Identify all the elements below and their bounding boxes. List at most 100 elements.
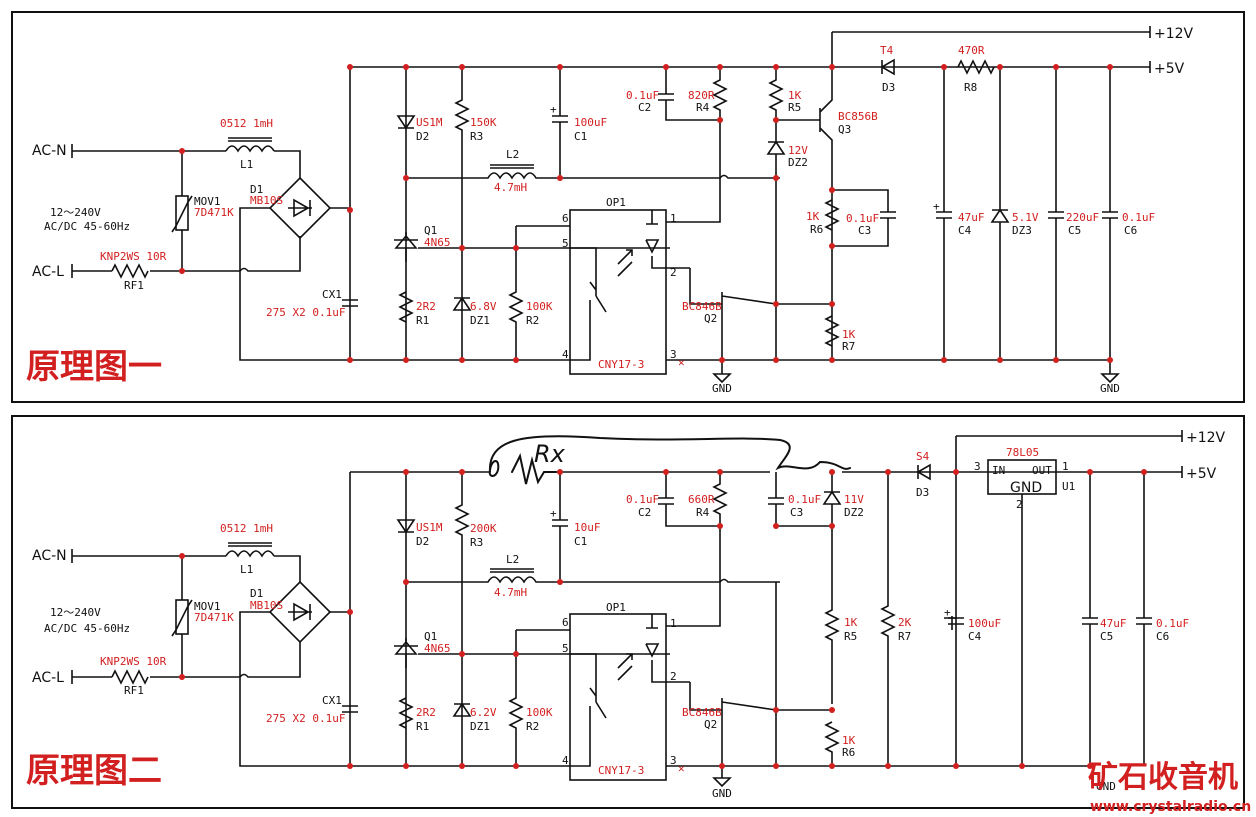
optocoupler-op1	[569, 613, 667, 781]
varistor-mov1	[175, 195, 189, 231]
r4-value: 660R	[688, 493, 715, 506]
supply-range-label: 12～240V	[50, 606, 101, 619]
cx1-ref: CX1	[322, 694, 342, 707]
r2-value: 100K	[526, 706, 553, 719]
r6-ref: R6	[842, 746, 855, 759]
handwritten-rx-mod	[488, 435, 851, 485]
c1-ref: C1	[574, 130, 587, 143]
capacitor-c6	[1136, 472, 1152, 766]
q1-value: 4N65	[424, 236, 451, 249]
c1-plus: +	[550, 507, 557, 520]
dz1-value: 6.2V	[470, 706, 497, 719]
resistor-rf1	[111, 263, 149, 279]
transistor-q2	[689, 582, 832, 766]
c2-value: 0.1uF	[626, 89, 659, 102]
r3-value: 150K	[470, 116, 497, 129]
l2-value: 4.7mH	[494, 586, 527, 599]
r2-ref: R2	[526, 314, 539, 327]
inductor-l1	[225, 550, 275, 558]
capacitor-c3	[768, 472, 832, 527]
dz1-ref: DZ1	[470, 720, 490, 733]
mosfet-q1	[394, 232, 670, 262]
r2-value: 100K	[526, 300, 553, 313]
resistor-r6	[824, 199, 840, 231]
resistor-r7	[880, 472, 896, 766]
resistor-r7	[824, 315, 840, 347]
c6-ref: C6	[1156, 630, 1169, 643]
r3-ref: R3	[470, 130, 483, 143]
op1-pin6: 6	[562, 616, 569, 629]
inductor-core	[490, 164, 534, 169]
gnd-label: GND	[712, 787, 732, 800]
c6-ref: C6	[1124, 224, 1137, 237]
t4-label: T4	[880, 44, 894, 57]
diagram-2-title: 原理图二	[26, 751, 162, 791]
diagram-1-frame	[11, 11, 1245, 403]
resistor-r1	[398, 697, 414, 729]
zener-dz1	[452, 296, 472, 311]
op1-pin4: 4	[562, 754, 569, 767]
r6-ref: R6	[810, 223, 823, 236]
out-12v-label: +12V	[1154, 26, 1194, 42]
zener-dz1	[452, 702, 472, 717]
r8-ref: R8	[964, 81, 977, 94]
mosfet-q1	[394, 638, 670, 668]
dz1-ref: DZ1	[470, 314, 490, 327]
bridge-rectifier-d1	[268, 580, 332, 644]
ac-l-label: AC-L	[32, 670, 64, 686]
capacitor-c2	[658, 472, 720, 527]
opto-led	[645, 614, 690, 683]
capacitor-c2	[658, 67, 720, 121]
supply-freq-label: AC/DC 45-60Hz	[44, 622, 130, 635]
ac-n-label: AC-N	[32, 143, 67, 159]
c5-value: 47uF	[1100, 617, 1127, 630]
mov1-ref: MOV1	[194, 600, 221, 613]
resistor-rf1	[111, 669, 149, 685]
d3-ref: D3	[916, 486, 929, 499]
out-5v-label: +5V	[1154, 61, 1185, 77]
r7-ref: R7	[898, 630, 911, 643]
site-watermark: 矿石收音机 www.crystalradio.cn	[1088, 760, 1251, 815]
u1-pin-in: 3	[974, 460, 981, 473]
op1-ref: OP1	[606, 601, 626, 614]
u1-value: 78L05	[1006, 446, 1039, 459]
cx1-value: 275 X2 0.1uF	[266, 712, 345, 725]
cx1-value: 275 X2 0.1uF	[266, 306, 345, 319]
zener-dz3	[990, 67, 1010, 360]
resistor-r8	[957, 59, 995, 75]
r3-value: 200K	[470, 522, 497, 535]
r6-value: 1K	[806, 210, 820, 223]
resistor-r4	[666, 67, 728, 223]
transistor-q3	[776, 31, 1150, 360]
gnd-label: GND	[712, 382, 732, 395]
r7-value: 2K	[898, 616, 912, 629]
r1-value: 2R2	[416, 706, 436, 719]
varistor-slash	[171, 599, 193, 637]
inductor-core	[228, 137, 272, 142]
q3-value: BC856B	[838, 110, 878, 123]
q2-ref: Q2	[704, 312, 717, 325]
d1-ref: D1	[250, 587, 263, 600]
capacitor-c1	[552, 472, 568, 582]
ac-l-label: AC-L	[32, 264, 64, 280]
diode-d2	[396, 115, 416, 130]
inductor-core	[490, 568, 534, 573]
r1-ref: R1	[416, 314, 429, 327]
q1-ref: Q1	[424, 224, 437, 237]
d2-ref: D2	[416, 130, 429, 143]
mov1-ref: MOV1	[194, 195, 221, 208]
junction-dots	[179, 469, 1147, 769]
c4-plus: +	[944, 606, 951, 619]
mov1-value: 7D471K	[194, 611, 234, 624]
supply-freq-label: AC/DC 45-60Hz	[44, 220, 130, 233]
r4-ref: R4	[696, 101, 710, 114]
transistor-q2	[689, 268, 832, 360]
diode-d3	[880, 58, 895, 76]
dz2-ref: DZ2	[788, 156, 808, 169]
dz3-value: 5.1V	[1012, 211, 1039, 224]
c2-value: 0.1uF	[626, 493, 659, 506]
c1-plus: +	[550, 103, 557, 116]
zener-dz2-r5	[822, 472, 842, 704]
c3-ref: C3	[790, 506, 803, 519]
resistor-r6	[824, 721, 840, 766]
